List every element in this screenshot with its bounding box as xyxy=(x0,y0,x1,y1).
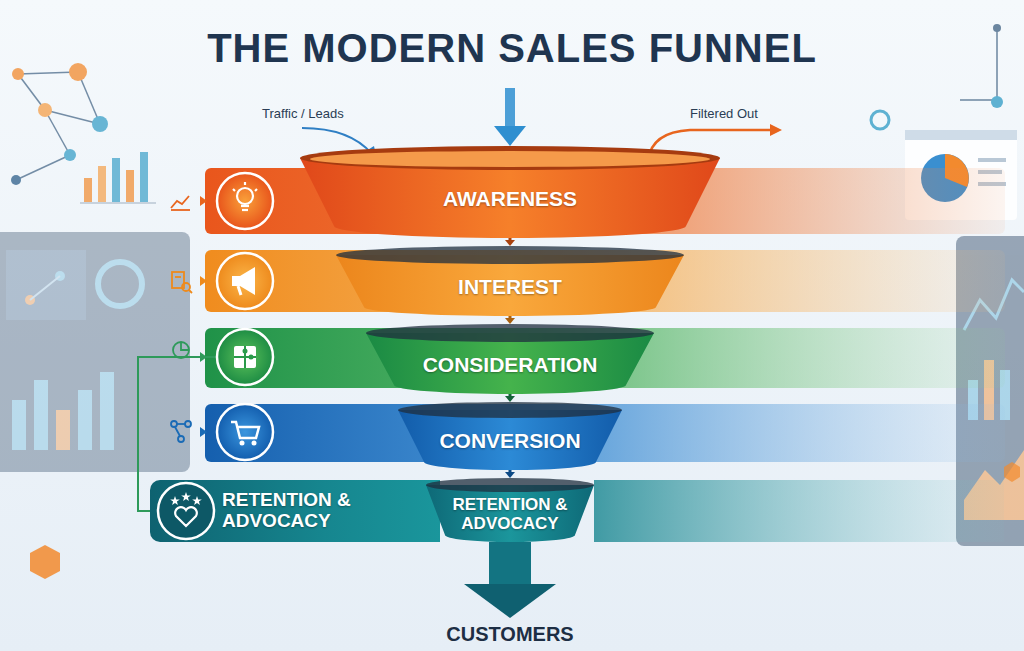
small-stage-icons xyxy=(171,196,207,442)
flow-arrow xyxy=(464,542,556,618)
arrow-head xyxy=(505,318,515,324)
stage-label: CONSIDERATION xyxy=(423,353,598,376)
right-network-graphic xyxy=(871,24,1003,129)
flow-arrow xyxy=(505,238,515,246)
annotation-label: Traffic / Leads xyxy=(262,106,344,121)
annotation-label: Filtered Out xyxy=(690,106,758,121)
flow-arrow xyxy=(505,470,515,478)
flow-arrow xyxy=(505,316,515,324)
arrow-head xyxy=(505,240,515,246)
dashboard-panel-left xyxy=(0,232,190,472)
arrow-head xyxy=(505,396,515,402)
stage-band: RETENTION & ADVOCACY xyxy=(150,480,440,542)
stage-label: AWARENESS xyxy=(443,187,577,210)
funnel-stage: CONSIDERATION xyxy=(366,324,654,394)
flow-arrow xyxy=(505,394,515,402)
stage-label: CONVERSION xyxy=(439,429,580,452)
title: THE MODERN SALES FUNNEL xyxy=(0,26,1024,71)
result-box: CUSTOMERS xyxy=(430,618,590,650)
stage-label: RETENTION & ADVOCACY xyxy=(445,496,575,533)
arrow-shaft xyxy=(489,542,531,585)
funnel-stage: CONVERSION xyxy=(398,402,622,470)
funnel-stage: RETENTION & ADVOCACY xyxy=(426,478,594,542)
network-graphic xyxy=(11,63,108,185)
hexagon-ornament xyxy=(1004,462,1020,482)
stage-icon-circles xyxy=(217,173,273,460)
hexagon-ornament xyxy=(30,545,60,579)
stage-label: RETENTION & ADVOCACY xyxy=(222,490,392,532)
arrow-head xyxy=(505,472,515,478)
arrow-head xyxy=(464,584,556,618)
funnel-stage: INTEREST xyxy=(336,246,684,316)
funnel-stage: AWARENESS xyxy=(300,146,720,238)
stage-label: INTEREST xyxy=(458,275,562,298)
bar-chart-graphic xyxy=(80,152,156,203)
stage-label: CUSTOMERS xyxy=(446,623,573,645)
